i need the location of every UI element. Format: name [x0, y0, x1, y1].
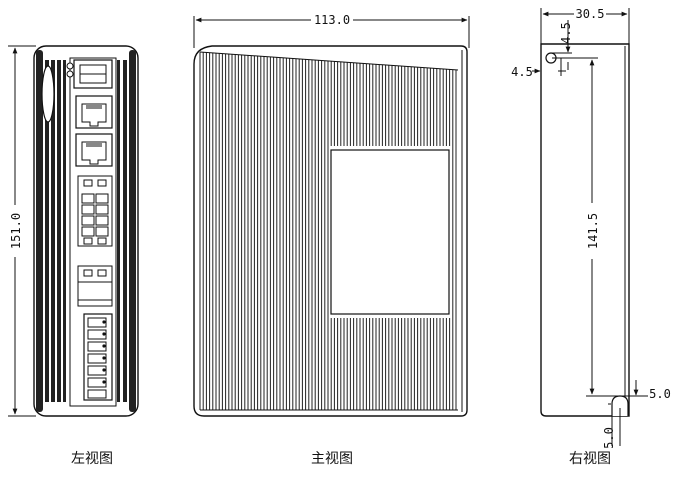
status-led-group [66, 62, 74, 78]
left-oval-slot [41, 65, 55, 123]
rj45-port-upper [75, 95, 113, 129]
dim-slot-width-label: 5.0 [649, 387, 671, 401]
dim-slot-bottom-offset-label: 5.0 [602, 427, 616, 449]
right-view: 30.5 4.5 4.5 141.5 5.0 [511, 6, 671, 467]
blank-connector [77, 265, 113, 307]
nameplate-area [330, 149, 450, 315]
dim-hole-top-offset: 4.5 [551, 20, 573, 70]
right-view-caption: 右视图 [569, 451, 611, 467]
top-connector [73, 59, 113, 89]
dim-overall-width: 113.0 [193, 12, 470, 48]
dim-hole-spacing-label: 141.5 [586, 213, 600, 249]
front-view: 113.0 主视图 [193, 12, 470, 467]
dim-hole-spacing: 141.5 [552, 57, 618, 397]
dim-overall-width-label: 113.0 [314, 13, 350, 27]
dim-hole-side-offset-label: 4.5 [511, 65, 533, 79]
dim-slot-bottom-offset: 5.0 [602, 403, 621, 449]
front-view-caption: 主视图 [311, 451, 353, 467]
left-view: 151.0 [8, 45, 139, 467]
dim-overall-height-label: 151.0 [9, 213, 23, 249]
dim-overall-height: 151.0 [8, 45, 36, 417]
dim-hole-top-offset-label: 4.5 [559, 22, 573, 44]
dim-plate-width: 30.5 [540, 6, 630, 44]
dim-slot-width: 5.0 [620, 380, 671, 401]
right-fin-band [117, 50, 136, 412]
left-fin-band [36, 50, 66, 412]
dim-plate-width-label: 30.5 [576, 7, 605, 21]
power-terminal-block [83, 313, 113, 401]
dim-hole-side-offset: 4.5 [511, 58, 566, 79]
heat-sink-fins [199, 52, 457, 410]
rj45-port-lower [75, 133, 113, 167]
signal-terminal-block [77, 175, 113, 247]
left-view-caption: 左视图 [71, 451, 113, 467]
